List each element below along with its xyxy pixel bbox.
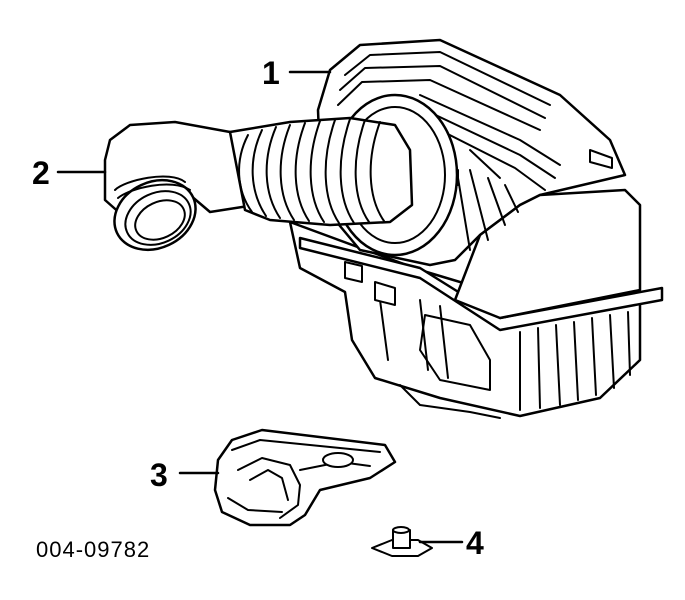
callout-3: 3 bbox=[150, 457, 168, 493]
air-cleaner-housing bbox=[288, 38, 664, 419]
figure-code: 004-09782 bbox=[36, 537, 150, 562]
callout-4: 4 bbox=[466, 525, 484, 561]
callout-2: 2 bbox=[32, 155, 50, 191]
grommet bbox=[371, 526, 433, 557]
callout-1: 1 bbox=[262, 55, 280, 91]
mounting-bracket bbox=[213, 428, 397, 527]
leader-lines bbox=[56, 70, 464, 544]
intake-duct bbox=[103, 116, 414, 252]
